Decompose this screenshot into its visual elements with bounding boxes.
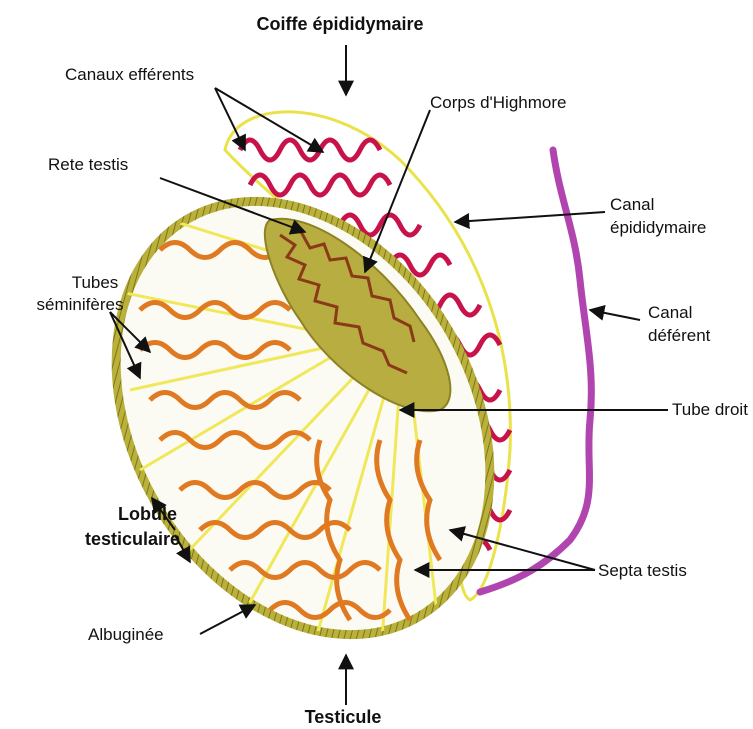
label-canal-deferent-2: déférent bbox=[648, 326, 711, 345]
label-testicule: Testicule bbox=[305, 707, 382, 727]
label-tubes-1: Tubes bbox=[72, 273, 119, 292]
label-canaux-efferents: Canaux efférents bbox=[65, 65, 194, 84]
label-albuginee: Albuginée bbox=[88, 625, 164, 644]
label-canal-deferent-1: Canal bbox=[648, 303, 692, 322]
label-coiffe: Coiffe épididymaire bbox=[256, 14, 423, 34]
label-rete-testis: Rete testis bbox=[48, 155, 128, 174]
label-lobule-2: testiculaire bbox=[85, 529, 180, 549]
label-tubes-2: séminifères bbox=[37, 295, 124, 314]
label-lobule-1: Lobule bbox=[118, 504, 177, 524]
label-canal-epididymaire-1: Canal bbox=[610, 195, 654, 214]
label-tube-droit: Tube droit bbox=[672, 400, 748, 419]
label-septa-testis: Septa testis bbox=[598, 561, 687, 580]
label-corps-highmore: Corps d'Highmore bbox=[430, 93, 566, 112]
label-canal-epididymaire-2: épididymaire bbox=[610, 218, 706, 237]
